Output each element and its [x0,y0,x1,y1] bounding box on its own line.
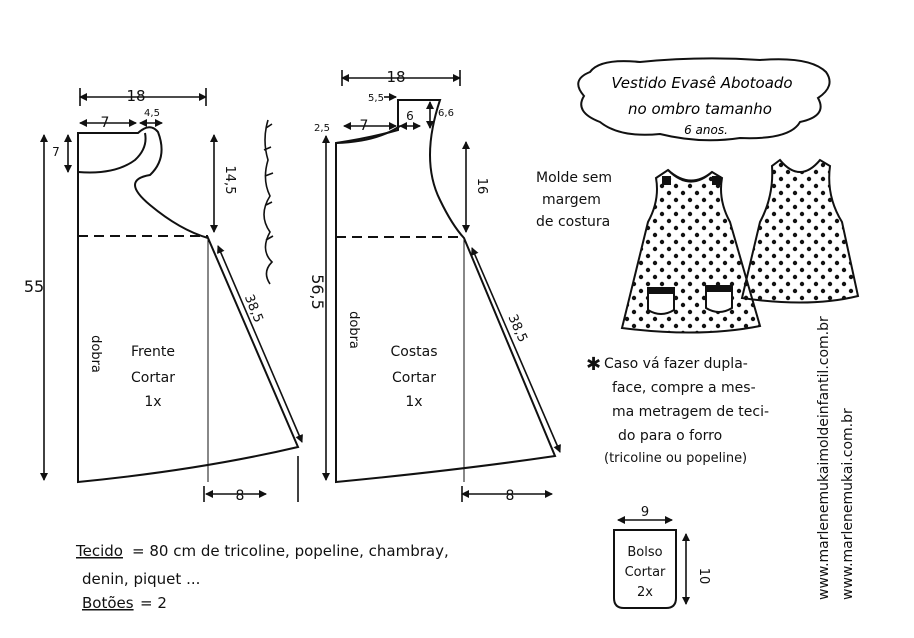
back-width-top: 18 [386,68,405,86]
dress-pocket-left [647,287,675,315]
back-pattern-piece [335,99,557,484]
back-dimensions [322,70,561,502]
seam-note-line2: margem [542,192,601,208]
front-cut-label: Cortar [131,370,175,386]
front-labels: 18 7 4,5 7 14,5 55 38,5 8 dobra Frente C… [24,87,266,504]
seam-note-line3: de costura [536,214,610,230]
title-cloud: Vestido Evasê Abotoado no ombro tamanho … [577,57,831,142]
front-width-neck: 4,5 [144,108,160,119]
front-width-top: 18 [126,87,145,105]
back-strap-top: 5,5 [368,93,384,104]
front-outline [77,126,300,484]
pocket-pattern-piece: 9 10 Bolso Cortar 2x [613,505,711,609]
front-cut-qty: 1x [144,394,161,410]
back-labels: 18 2,5 7 6 6,6 5,5 16 56,5 38,5 8 dobra … [308,68,530,504]
dress-pocket-right [705,285,733,313]
back-height-arm: 16 [474,178,489,195]
front-height-neck: 7 [52,145,60,159]
pocket-cut-qty: 2x [637,585,653,600]
website-main: www.marlenemukai.com.br [840,408,856,600]
pocket-name: Bolso [627,545,662,560]
back-hem-extension: 8 [506,488,515,504]
pocket-height: 10 [696,568,711,585]
title-line3: 6 anos. [684,123,728,137]
double-face-note: ✱ Caso vá fazer dupla- face, compre a me… [586,354,769,466]
back-fold-label: dobra [346,311,361,349]
back-piece-name: Costas [391,344,438,360]
front-width-shoulder: 7 [101,115,110,131]
double-note-line3: ma metragem de teci- [612,404,769,420]
front-piece-name: Frente [131,344,175,360]
front-height-total: 55 [24,277,44,296]
back-cut-label: Cortar [392,370,436,386]
back-cut-qty: 1x [405,394,422,410]
title-line1: Vestido Evasê Abotoado [611,74,792,92]
buttons-value: = 2 [140,594,167,612]
websites: www.marlenemukaimoldeinfantil.com.br www… [816,316,856,600]
website-kids: www.marlenemukaimoldeinfantil.com.br [816,316,832,600]
double-note-line2: face, compre a mes- [612,380,756,396]
title-line2: no ombro tamanho [628,100,772,118]
pocket-width: 9 [641,505,649,520]
dress-button-left [662,176,671,185]
fabric-line2: denin, piquet ... [82,570,200,588]
front-height-arm: 14,5 [222,166,237,195]
double-note-line4: do para o forro [618,428,722,444]
dress-front-illustration [620,168,762,334]
double-note-line5: (tricoline ou popeline) [604,451,747,466]
fabric-text: = 80 cm de tricoline, popeline, chambray… [132,542,449,560]
front-dimensions [40,88,303,502]
signature [263,119,274,285]
fabric-label: Tecido [75,542,123,560]
back-width-strap: 6 [406,109,414,123]
back-outline [335,99,557,484]
back-width-shoulder: 7 [360,118,369,134]
double-note-line1: Caso vá fazer dupla- [604,356,748,372]
dress-button-right [712,176,721,185]
fabric-note: Tecido = 80 cm de tricoline, popeline, c… [75,542,449,612]
seam-note-line1: Molde sem [536,170,612,186]
pocket-cut-label: Cortar [625,565,666,580]
pocket-outline [613,529,677,609]
front-pattern-piece [77,126,300,484]
seam-allowance-note: Molde sem margem de costura [536,170,612,230]
back-height-strap: 6,6 [438,108,454,119]
back-neck-drop: 2,5 [314,123,330,134]
front-fold-label: dobra [88,335,103,373]
dress-back-illustration [740,158,860,304]
back-side-length: 38,5 [504,312,529,345]
back-height-total: 56,5 [308,274,327,310]
buttons-label: Botões [82,594,134,612]
front-neckline [77,132,147,174]
asterisk-icon: ✱ [586,354,601,375]
front-hem-extension: 8 [236,488,245,504]
